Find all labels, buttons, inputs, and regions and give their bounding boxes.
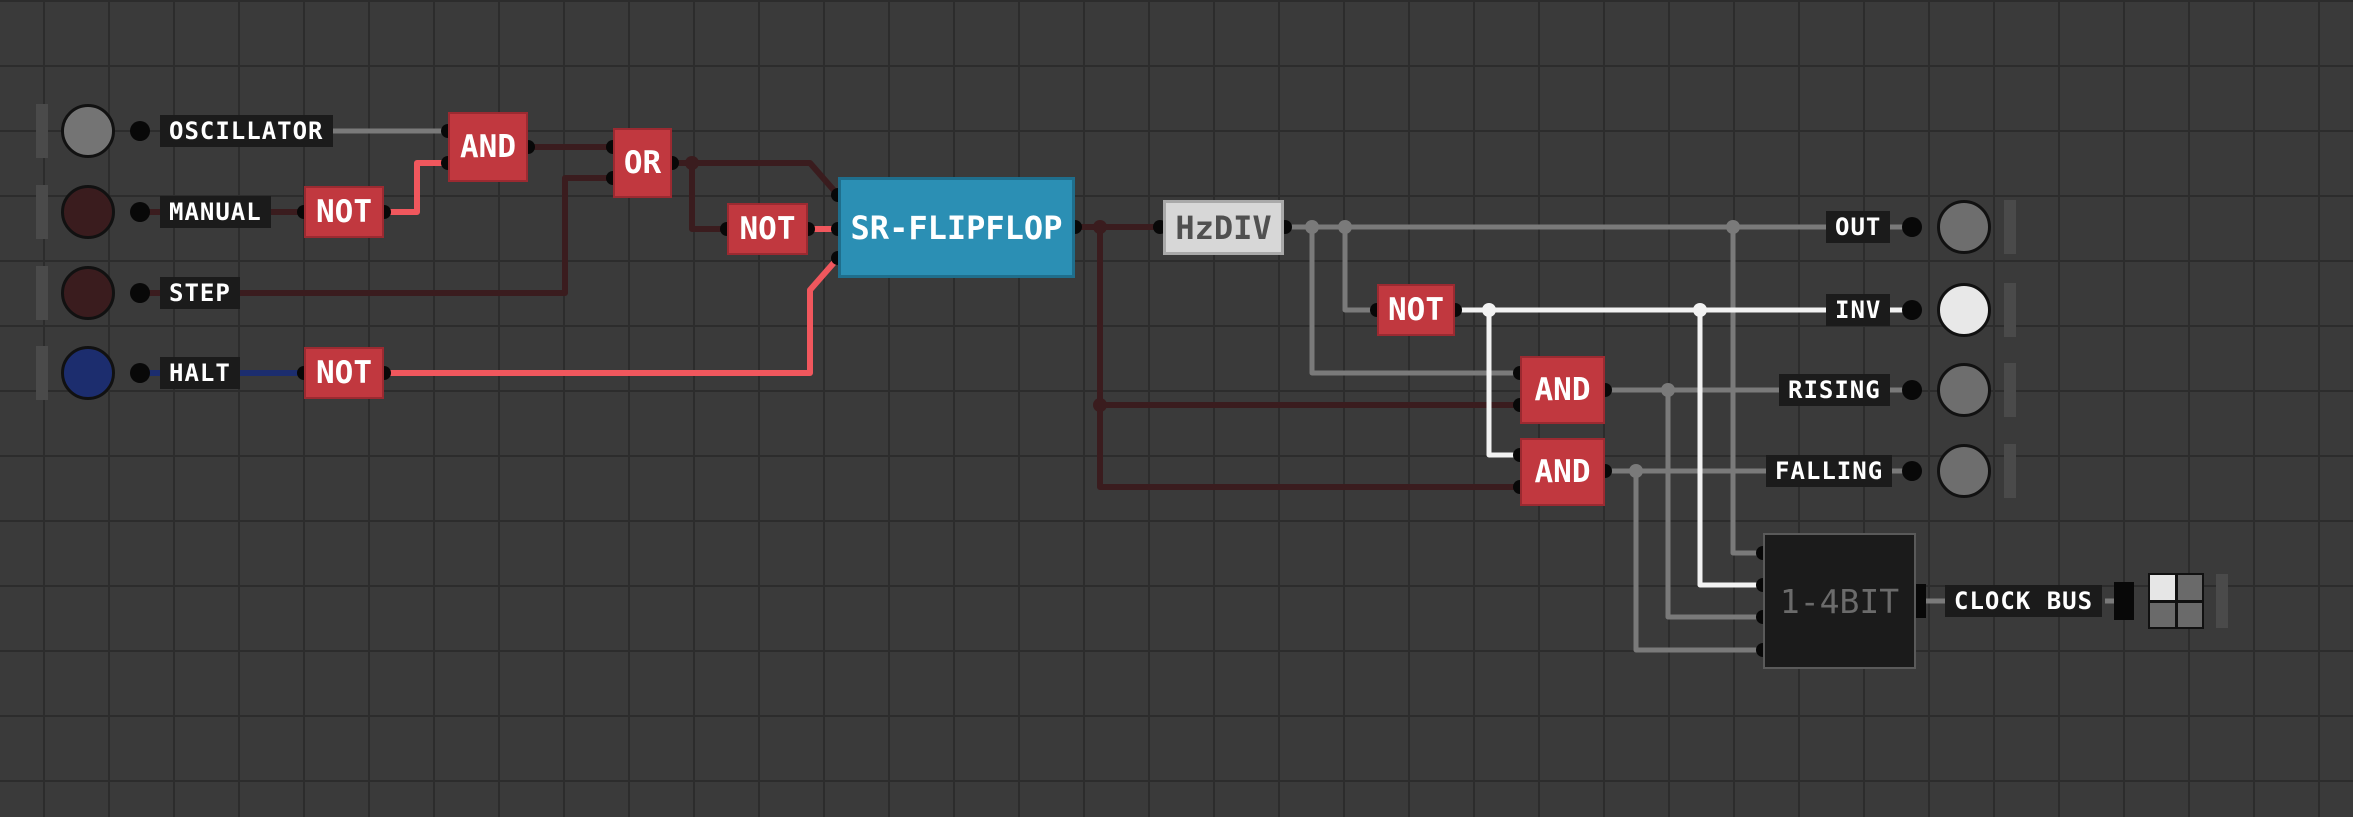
falling-output-lamp xyxy=(1937,444,1991,498)
halt-label: HALT xyxy=(160,357,240,389)
output-handle[interactable] xyxy=(2004,200,2016,254)
junction-dot xyxy=(1693,303,1707,317)
wire-hzdiv-to-and-rising xyxy=(1309,227,1520,376)
out-label: OUT xyxy=(1826,211,1891,243)
sr-flipflop[interactable]: SR-FLIPFLOP xyxy=(838,177,1075,278)
not-gate-or[interactable]: NOT xyxy=(727,203,808,255)
oscillator-input-toggle[interactable] xyxy=(61,104,115,158)
wire-flipflop-to-and-falling xyxy=(1097,405,1520,490)
manual-label: MANUAL xyxy=(160,196,271,228)
junction-dot xyxy=(1661,383,1675,397)
rising-output-lamp xyxy=(1937,363,1991,417)
or-gate[interactable]: OR xyxy=(613,128,672,198)
pin xyxy=(130,202,150,222)
junction-dot xyxy=(1338,220,1352,234)
pin xyxy=(1902,300,1922,320)
output-handle[interactable] xyxy=(2004,444,2016,498)
wire-step-to-or xyxy=(140,175,613,296)
output-handle[interactable] xyxy=(2004,363,2016,417)
out-output-lamp xyxy=(1937,200,1991,254)
and-gate-falling[interactable]: AND xyxy=(1520,438,1605,506)
junction-dot xyxy=(1726,220,1740,234)
one-to-four-bit-converter[interactable]: 1-4BIT xyxy=(1763,533,1916,669)
pin xyxy=(130,363,150,383)
wire-not-halt-to-flipflop-reset xyxy=(384,256,841,376)
not-gate-hz[interactable]: NOT xyxy=(1377,284,1455,336)
pin xyxy=(130,283,150,303)
not-gate-manual[interactable]: NOT xyxy=(304,186,384,238)
oscillator-label: OSCILLATOR xyxy=(160,115,333,147)
clock-bus-display xyxy=(2148,573,2204,629)
input-handle[interactable] xyxy=(36,346,48,400)
and-gate-top[interactable]: AND xyxy=(448,112,528,182)
junction-dot xyxy=(1093,220,1107,234)
manual-input-toggle[interactable] xyxy=(61,185,115,239)
wire-inv-to-bit xyxy=(1697,310,1763,588)
not-gate-halt[interactable]: NOT xyxy=(304,347,384,399)
output-handle[interactable] xyxy=(2004,283,2016,337)
and-gate-rising[interactable]: AND xyxy=(1520,356,1605,424)
input-handle[interactable] xyxy=(36,104,48,158)
bus-connector xyxy=(2114,582,2134,620)
rising-label: RISING xyxy=(1779,374,1890,406)
output-handle[interactable] xyxy=(2216,574,2228,628)
display-segment xyxy=(2177,602,2202,627)
junction-dot xyxy=(685,156,699,170)
wire-falling-to-bit xyxy=(1633,471,1763,653)
wire-or-to-not xyxy=(689,163,727,232)
step-label: STEP xyxy=(160,277,240,309)
inv-output-lamp xyxy=(1937,283,1991,337)
pin xyxy=(1902,217,1922,237)
inv-label: INV xyxy=(1826,294,1891,326)
display-segment xyxy=(2177,575,2202,600)
falling-label: FALLING xyxy=(1766,455,1893,487)
wire-hzdiv-to-not xyxy=(1342,227,1377,313)
junction-dot xyxy=(1093,398,1107,412)
input-handle[interactable] xyxy=(36,185,48,239)
wire-inv-to-and-falling xyxy=(1486,310,1520,458)
pin xyxy=(1902,380,1922,400)
junction-dot xyxy=(1305,220,1319,234)
wire-not-manual-to-and xyxy=(384,160,448,215)
wire-or-to-flipflop-set xyxy=(672,160,841,197)
wire-rising-to-bit xyxy=(1665,390,1763,620)
pin xyxy=(1902,461,1922,481)
junction-dot xyxy=(1629,464,1643,478)
input-handle[interactable] xyxy=(36,266,48,320)
wire-out-to-bit xyxy=(1730,227,1763,556)
clock-bus-label: CLOCK BUS xyxy=(1945,585,2103,617)
hz-divider[interactable]: HzDIV xyxy=(1163,200,1284,255)
display-segment xyxy=(2150,602,2175,627)
pin xyxy=(130,121,150,141)
junction-dot xyxy=(1482,303,1496,317)
step-input-toggle[interactable] xyxy=(61,266,115,320)
display-segment xyxy=(2150,575,2175,600)
halt-input-toggle[interactable] xyxy=(61,346,115,400)
